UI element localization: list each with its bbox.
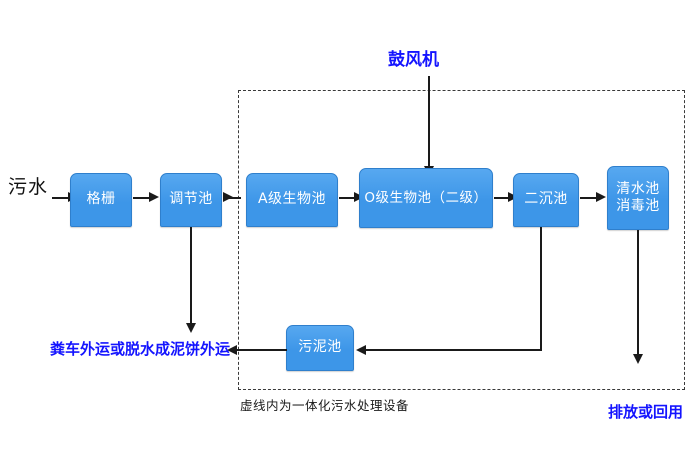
- blower-feed-line: [428, 76, 430, 168]
- inlet-label: 污水: [8, 176, 49, 198]
- node-grille[interactable]: 格栅: [70, 173, 132, 227]
- blower-label: 鼓风机: [388, 50, 439, 70]
- grille-to-regulation-arrowhead: [149, 192, 159, 202]
- settler-to-clearwater-line: [580, 197, 598, 199]
- astage-to-ostage-line: [339, 197, 357, 199]
- clearwater-to-discharge-line: [637, 230, 639, 356]
- grille-to-regulation-line: [133, 197, 151, 199]
- settler-return-vertical-line: [540, 227, 542, 351]
- node-secondary-settler[interactable]: 二沉池: [513, 173, 579, 227]
- sludge-to-disposal-arrowhead: [227, 345, 237, 355]
- sludge-disposal-label: 粪车外运或脱水成泥饼外运: [50, 340, 231, 358]
- discharge-label: 排放或回用: [608, 403, 684, 421]
- settler-return-arrowhead: [356, 345, 366, 355]
- regulation-to-disposal-arrowhead: [186, 323, 196, 333]
- enclosure-caption: 虚线内为一体化污水处理设备: [240, 398, 410, 413]
- regulation-to-astage-arrowhead: [223, 192, 233, 202]
- settler-to-clearwater-arrowhead: [596, 192, 606, 202]
- clearwater-to-discharge-arrowhead: [633, 354, 643, 364]
- ostage-to-settler-line: [494, 197, 512, 199]
- inlet-connector-line: [52, 197, 70, 199]
- settler-return-horizontal-line: [365, 349, 542, 351]
- node-regulation-tank[interactable]: 调节池: [160, 173, 222, 227]
- integrated-equipment-enclosure: [238, 90, 685, 390]
- node-sludge-tank[interactable]: 污泥池: [286, 325, 354, 371]
- node-clear-water-disinfection-tank[interactable]: 清水池 消毒池: [607, 166, 669, 230]
- node-o-stage-bio-tank[interactable]: O级生物池（二级）: [359, 168, 493, 228]
- node-a-stage-bio-tank[interactable]: A级生物池: [246, 173, 338, 227]
- sludge-to-disposal-line: [235, 349, 287, 351]
- regulation-to-disposal-line: [190, 227, 192, 325]
